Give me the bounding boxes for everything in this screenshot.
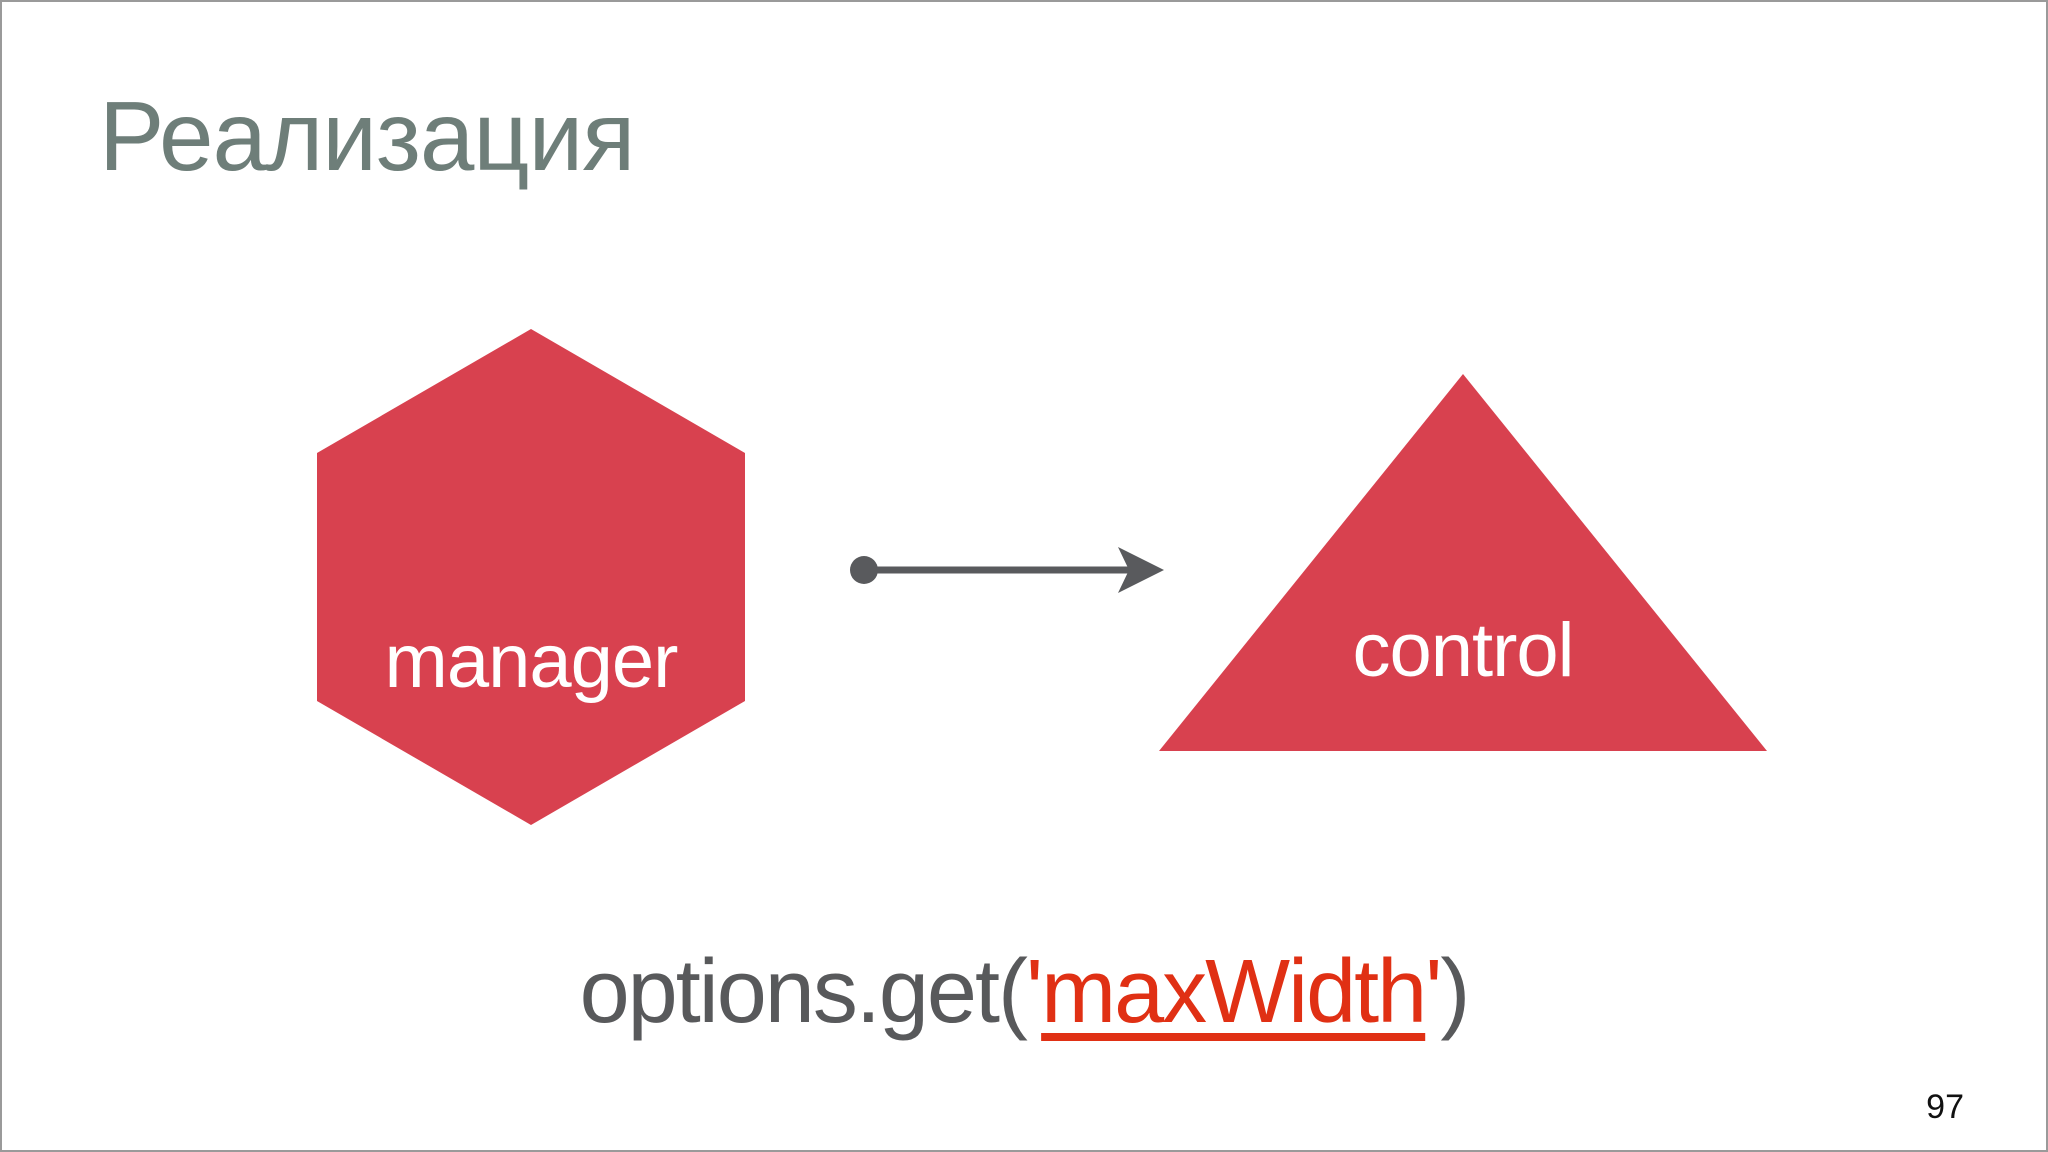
slide-page-number: 97 [1926, 1088, 1964, 1126]
code-suffix: ) [1440, 942, 1470, 1042]
manager-node-label: manager [384, 619, 679, 704]
control-node-label: control [1352, 608, 1574, 693]
code-prefix: options.get( [579, 942, 1028, 1042]
control-triangle-shape [1159, 374, 1767, 751]
code-close-quote: ' [1425, 942, 1442, 1042]
manager-hexagon-shape [317, 329, 745, 825]
slide-title: Реализация [99, 81, 635, 191]
code-snippet: options.get('maxWidth') [2, 943, 2046, 1042]
code-highlight-maxwidth: maxWidth [1041, 942, 1427, 1042]
arrow-head [1118, 547, 1164, 593]
flow-arrow-icon [850, 547, 1164, 593]
code-open-quote: ' [1025, 942, 1043, 1042]
